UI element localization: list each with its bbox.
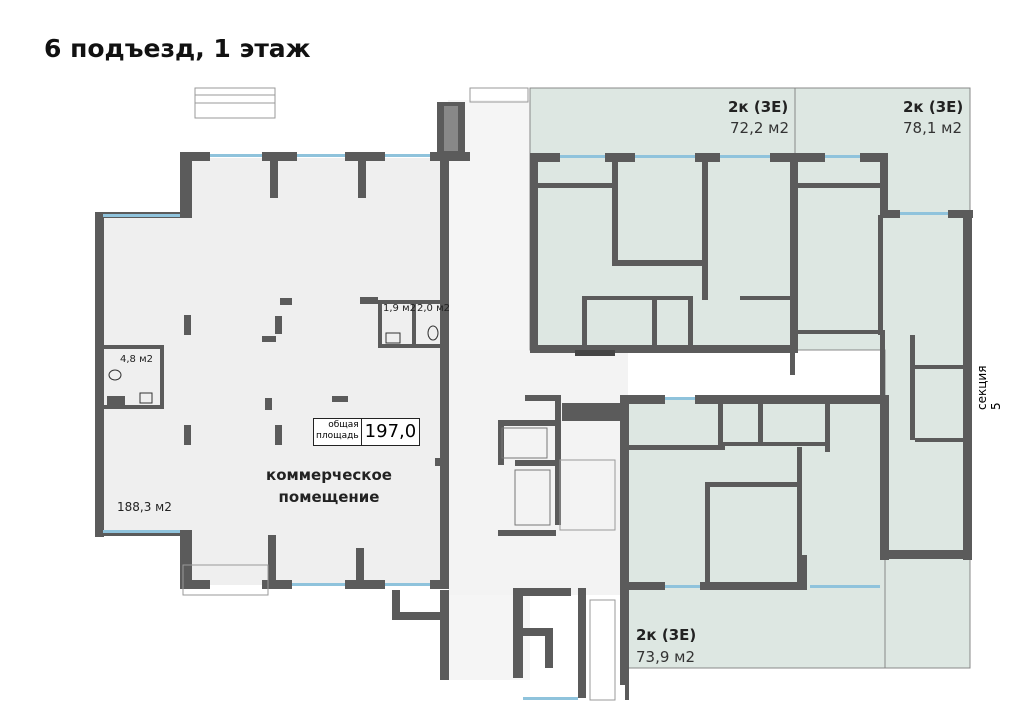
apartment-extra-floor xyxy=(884,554,971,669)
section-label: секция 5 xyxy=(975,365,1003,410)
apartment-2-name: 2к (3Е) xyxy=(903,98,964,116)
commercial-label-line2: помещение xyxy=(278,488,380,506)
apartment-1-name: 2к (3Е) xyxy=(728,98,789,116)
elevator-icon xyxy=(514,469,551,526)
commercial-floor xyxy=(103,158,445,585)
apartment-3-name: 2к (3Е) xyxy=(636,626,697,644)
windows xyxy=(103,154,948,700)
wc-1-area: 1,9 м2 xyxy=(383,303,416,314)
shaft-icon xyxy=(444,106,458,151)
elevator-icon xyxy=(501,427,548,459)
entrance-steps xyxy=(182,87,616,701)
apartment-2-area: 78,1 м2 xyxy=(903,119,963,137)
total-label-line2: площадь xyxy=(316,431,359,441)
wc-2-area: 2,0 м2 xyxy=(417,303,450,314)
wc-left-area: 4,8 м2 xyxy=(120,354,153,365)
total-area-box: общая площадь 197,0 xyxy=(313,418,421,446)
total-area-value: 197,0 xyxy=(364,421,417,442)
sanitary-fixtures xyxy=(108,325,439,404)
lobby-floor xyxy=(448,350,628,595)
apartment-72-floor xyxy=(529,87,796,351)
commercial-main-area: 188,3 м2 xyxy=(117,500,172,514)
page-title: 6 подъезд, 1 этаж xyxy=(44,34,311,63)
commercial-label-line1: коммерческое xyxy=(266,466,392,484)
walls xyxy=(95,102,973,700)
commercial-label: коммерческое помещение xyxy=(258,464,400,508)
apartment-3-area: 73,9 м2 xyxy=(636,648,696,666)
apartment-1-area: 72,2 м2 xyxy=(730,119,790,137)
total-label-line1: общая xyxy=(328,420,359,430)
